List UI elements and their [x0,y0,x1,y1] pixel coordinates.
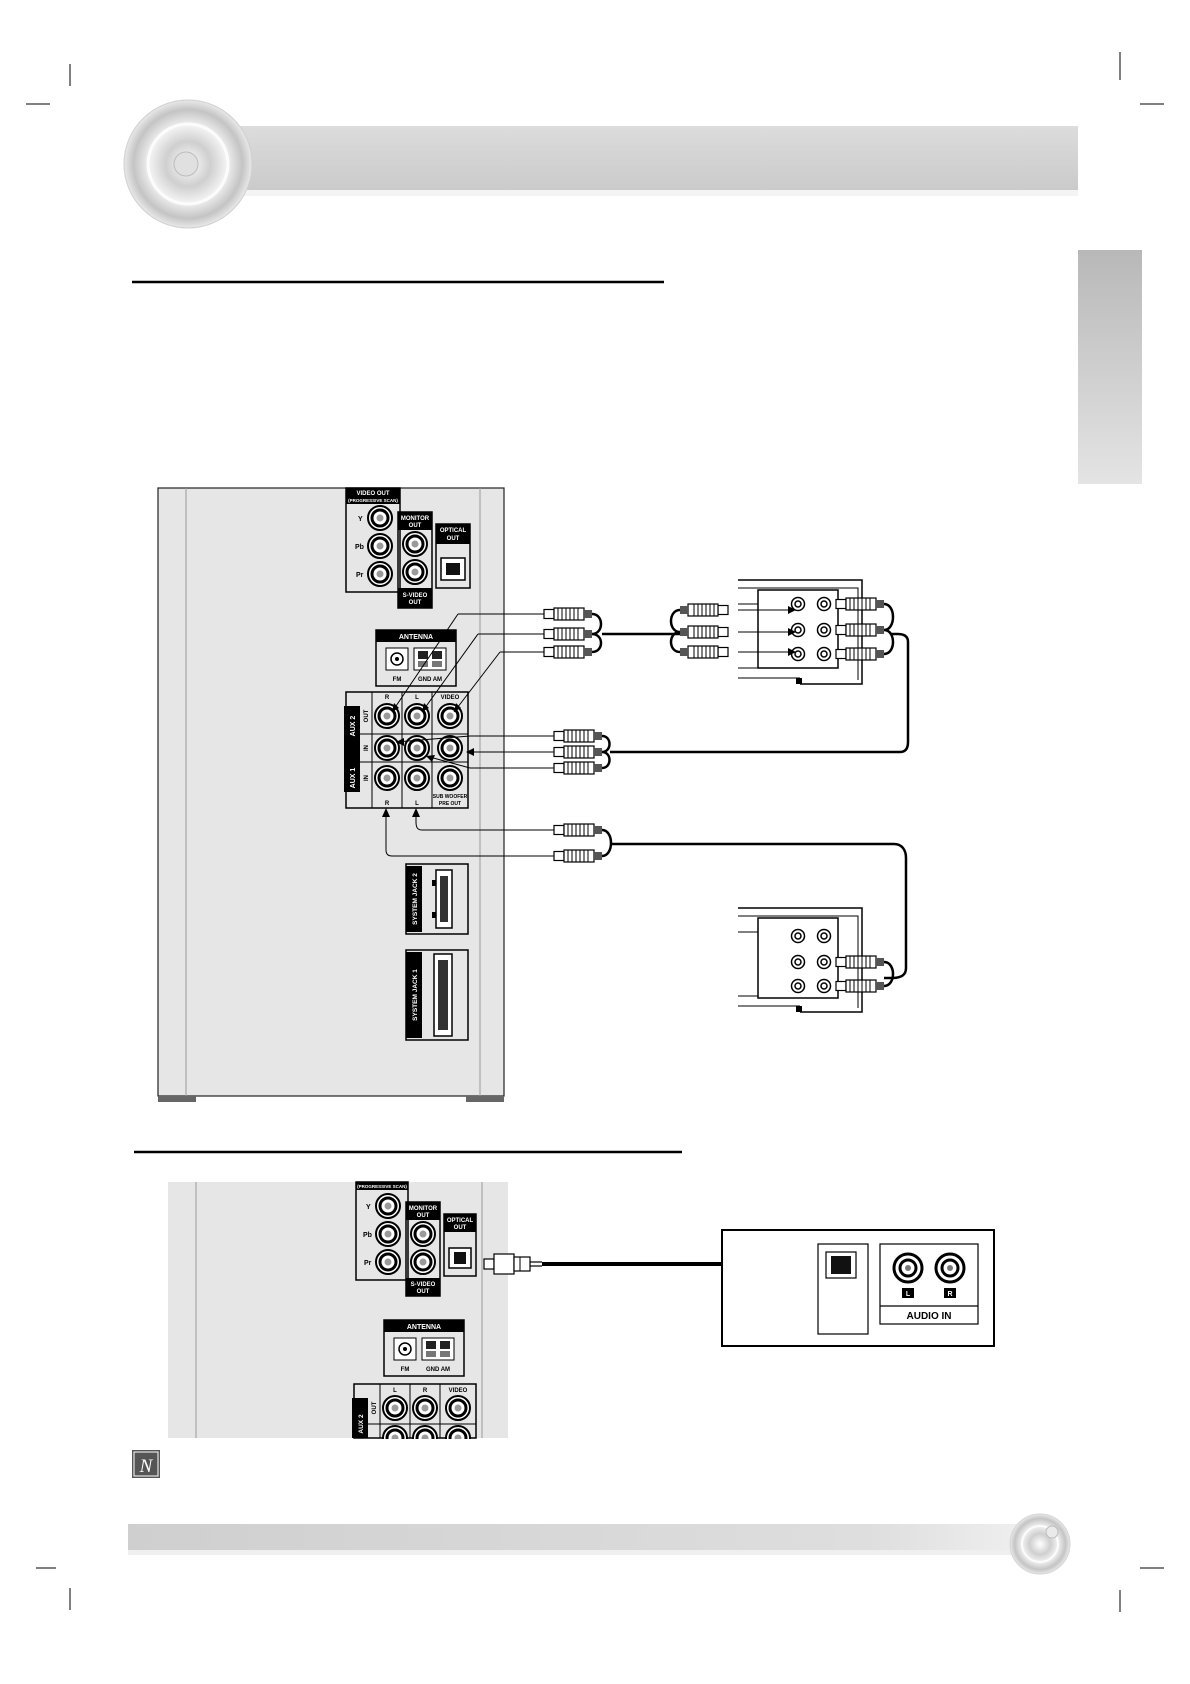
audio-in-label: AUDIO IN [907,1311,952,1322]
col-r-label: R [385,695,390,701]
svg-text:OUT: OUT [447,536,460,542]
svg-text:OUT: OUT [409,523,422,529]
audio-in-l-label: L [906,1291,911,1298]
aux2-label: AUX 2 [350,716,357,737]
header-banner [123,99,1078,229]
svg-text:OUT: OUT [417,1213,430,1219]
gnd-am-label: GND AM [418,677,442,683]
note-icon: N [132,1450,160,1478]
monitor-out-jacks: MONITOR OUT S-VIDEO OUT [397,511,433,609]
antenna-terminals: ANTENNA FM GND AM [375,629,457,687]
svg-text:OUT: OUT [417,1289,430,1295]
antenna-label: ANTENNA [399,634,433,641]
optical-out-label: OPTICAL [440,528,467,534]
subwoofer-label: SUB WOOFER [433,794,468,800]
lower-col-l-label: L [393,1388,397,1394]
optical-out-jack: OPTICAL OUT [435,523,471,589]
audio-in-l-jack[interactable] [892,1252,924,1284]
bottom-l-label: L [415,801,419,807]
col-video-label: VIDEO [441,695,460,701]
lower-monitor-out-label: MONITOR [409,1206,438,1212]
s-video-out-label: S-VIDEO [403,593,428,599]
lower-unit-panel: (PROGRESSIVE SCAN) Y Pb Pr MONITOR OUT S… [160,1181,520,1459]
jack-pr-label: Pr [356,572,364,579]
system-jack-1: SYSTEM JACK 1 [405,949,469,1041]
audio-in-r-label: R [947,1291,952,1298]
chapter-side-tab [1078,250,1142,484]
footer-banner [128,1513,1071,1575]
lower-antenna-label: ANTENNA [407,1324,441,1331]
aux-in-cable-set [395,632,910,775]
lower-jack-pb-label: Pb [363,1232,372,1239]
lower-col-r-label: R [423,1388,428,1394]
svg-text:PRE OUT: PRE OUT [439,801,461,807]
aux1-label: AUX 1 [350,768,357,789]
lower-optical-out-label: OPTICAL [447,1218,474,1224]
fm-label: FM [393,677,402,683]
lower-s-video-out-label: S-VIDEO [411,1282,436,1288]
amplifier-rear-panel: L R AUDIO IN [721,1229,995,1347]
crop-marks [26,52,1164,1612]
lower-fm-label: FM [401,1367,410,1373]
jack-y-label: Y [358,516,363,523]
row-in-label-aux1: IN [364,775,370,781]
video-out-label: VIDEO OUT [356,491,389,497]
col-l-label: L [415,695,419,701]
lower-progressive-scan-label: (PROGRESSIVE SCAN) [357,1184,407,1189]
lower-aux2-label: AUX 2 [358,1414,365,1434]
jack-pb-label: Pb [355,544,364,551]
vcr-rear-panel [669,579,895,685]
audio-in-r-jack[interactable] [934,1252,966,1284]
video-out-jacks: VIDEO OUT (PROGRESSIVE SCAN) Y Pb Pr [345,487,401,593]
bottom-r-label: R [385,801,390,807]
system-jack-2: SYSTEM JACK 2 [405,863,469,935]
footer-disc-icon [1009,1513,1071,1575]
system-jack-2-label: SYSTEM JACK 2 [412,873,419,925]
aux1-in-cable-set [382,808,908,980]
lower-jack-y-label: Y [366,1204,371,1211]
tv-rear-panel [738,907,895,1013]
svg-text:OUT: OUT [409,600,422,606]
svg-text:N: N [139,1456,154,1477]
aux-jack-block: AUX 2 AUX 1 OUT IN IN R L VIDEO R L SUB … [344,691,469,809]
unit-rear-panel: VIDEO OUT (PROGRESSIVE SCAN) Y Pb Pr MON… [157,487,505,1102]
row-out-label: OUT [364,709,370,722]
lower-col-video-label: VIDEO [449,1388,468,1394]
svg-text:OUT: OUT [454,1225,467,1231]
lower-jack-pr-label: Pr [364,1260,372,1267]
lower-gnd-am-label: GND AM [426,1367,450,1373]
monitor-out-label: MONITOR [401,516,430,522]
row-in-label-aux2: IN [364,745,370,751]
progressive-scan-label: (PROGRESSIVE SCAN) [348,498,398,503]
lower-row-out-label: OUT [372,1401,378,1414]
aux-out-cable-set [391,607,684,713]
system-jack-1-label: SYSTEM JACK 1 [412,969,419,1021]
